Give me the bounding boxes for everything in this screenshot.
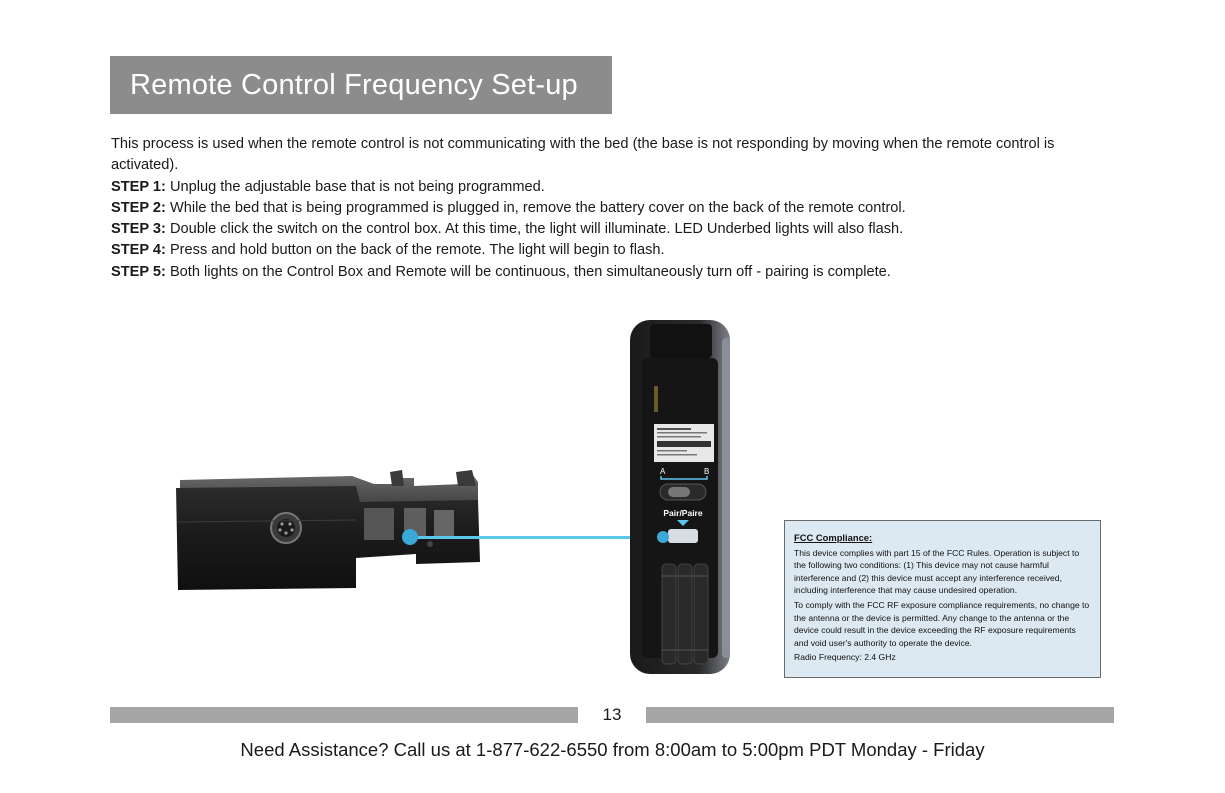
intro-text: This process is used when the remote con… — [111, 136, 1055, 174]
remote-light-marker — [657, 531, 669, 543]
step-2: STEP 2: While the bed that is being prog… — [111, 198, 1111, 219]
step-1: STEP 1: Unplug the adjustable base that … — [111, 177, 1111, 198]
step-label: STEP 1: — [111, 178, 166, 195]
step-label: STEP 2: — [111, 199, 166, 216]
step-text: Unplug the adjustable base that is not b… — [165, 178, 545, 195]
step-3: STEP 3: Double click the switch on the c… — [111, 219, 1111, 240]
label-b: B — [704, 467, 709, 476]
instructions: This process is used when the remote con… — [111, 134, 1111, 283]
footer-bar-left — [110, 707, 578, 723]
fcc-paragraph-2: To comply with the FCC RF exposure compl… — [794, 599, 1090, 648]
page-number: 13 — [602, 705, 622, 724]
section-title: Remote Control Frequency Set-up — [110, 56, 612, 114]
fcc-title: FCC Compliance: — [794, 532, 873, 543]
step-5: STEP 5: Both lights on the Control Box a… — [111, 262, 1111, 283]
pair-label: Pair/Paire — [663, 508, 702, 518]
step-text: Press and hold button on the back of the… — [165, 242, 665, 259]
pairing-connector-line — [410, 536, 664, 539]
fcc-compliance-box: FCC Compliance: This device complies wit… — [784, 520, 1101, 678]
step-label: STEP 3: — [111, 221, 166, 238]
control-box-light-marker — [402, 529, 418, 545]
fcc-paragraph-1: This device complies with part 15 of the… — [794, 547, 1080, 596]
footer-bar-right — [646, 707, 1114, 723]
step-4: STEP 4: Press and hold button on the bac… — [111, 240, 1111, 261]
step-text: Double click the switch on the control b… — [165, 221, 904, 238]
step-label: STEP 4: — [111, 242, 166, 259]
remote-control-image: A B Pair/Paire — [630, 320, 730, 674]
step-text: Both lights on the Control Box and Remot… — [165, 263, 891, 280]
step-text: While the bed that is being programmed i… — [165, 199, 906, 216]
step-label: STEP 5: — [111, 263, 166, 280]
fcc-radio-frequency: Radio Frequency: 2.4 GHz — [794, 652, 896, 663]
assistance-text: Need Assistance? Call us at 1-877-622-65… — [240, 739, 985, 760]
control-box-image — [176, 470, 480, 590]
label-a: A — [660, 467, 666, 476]
